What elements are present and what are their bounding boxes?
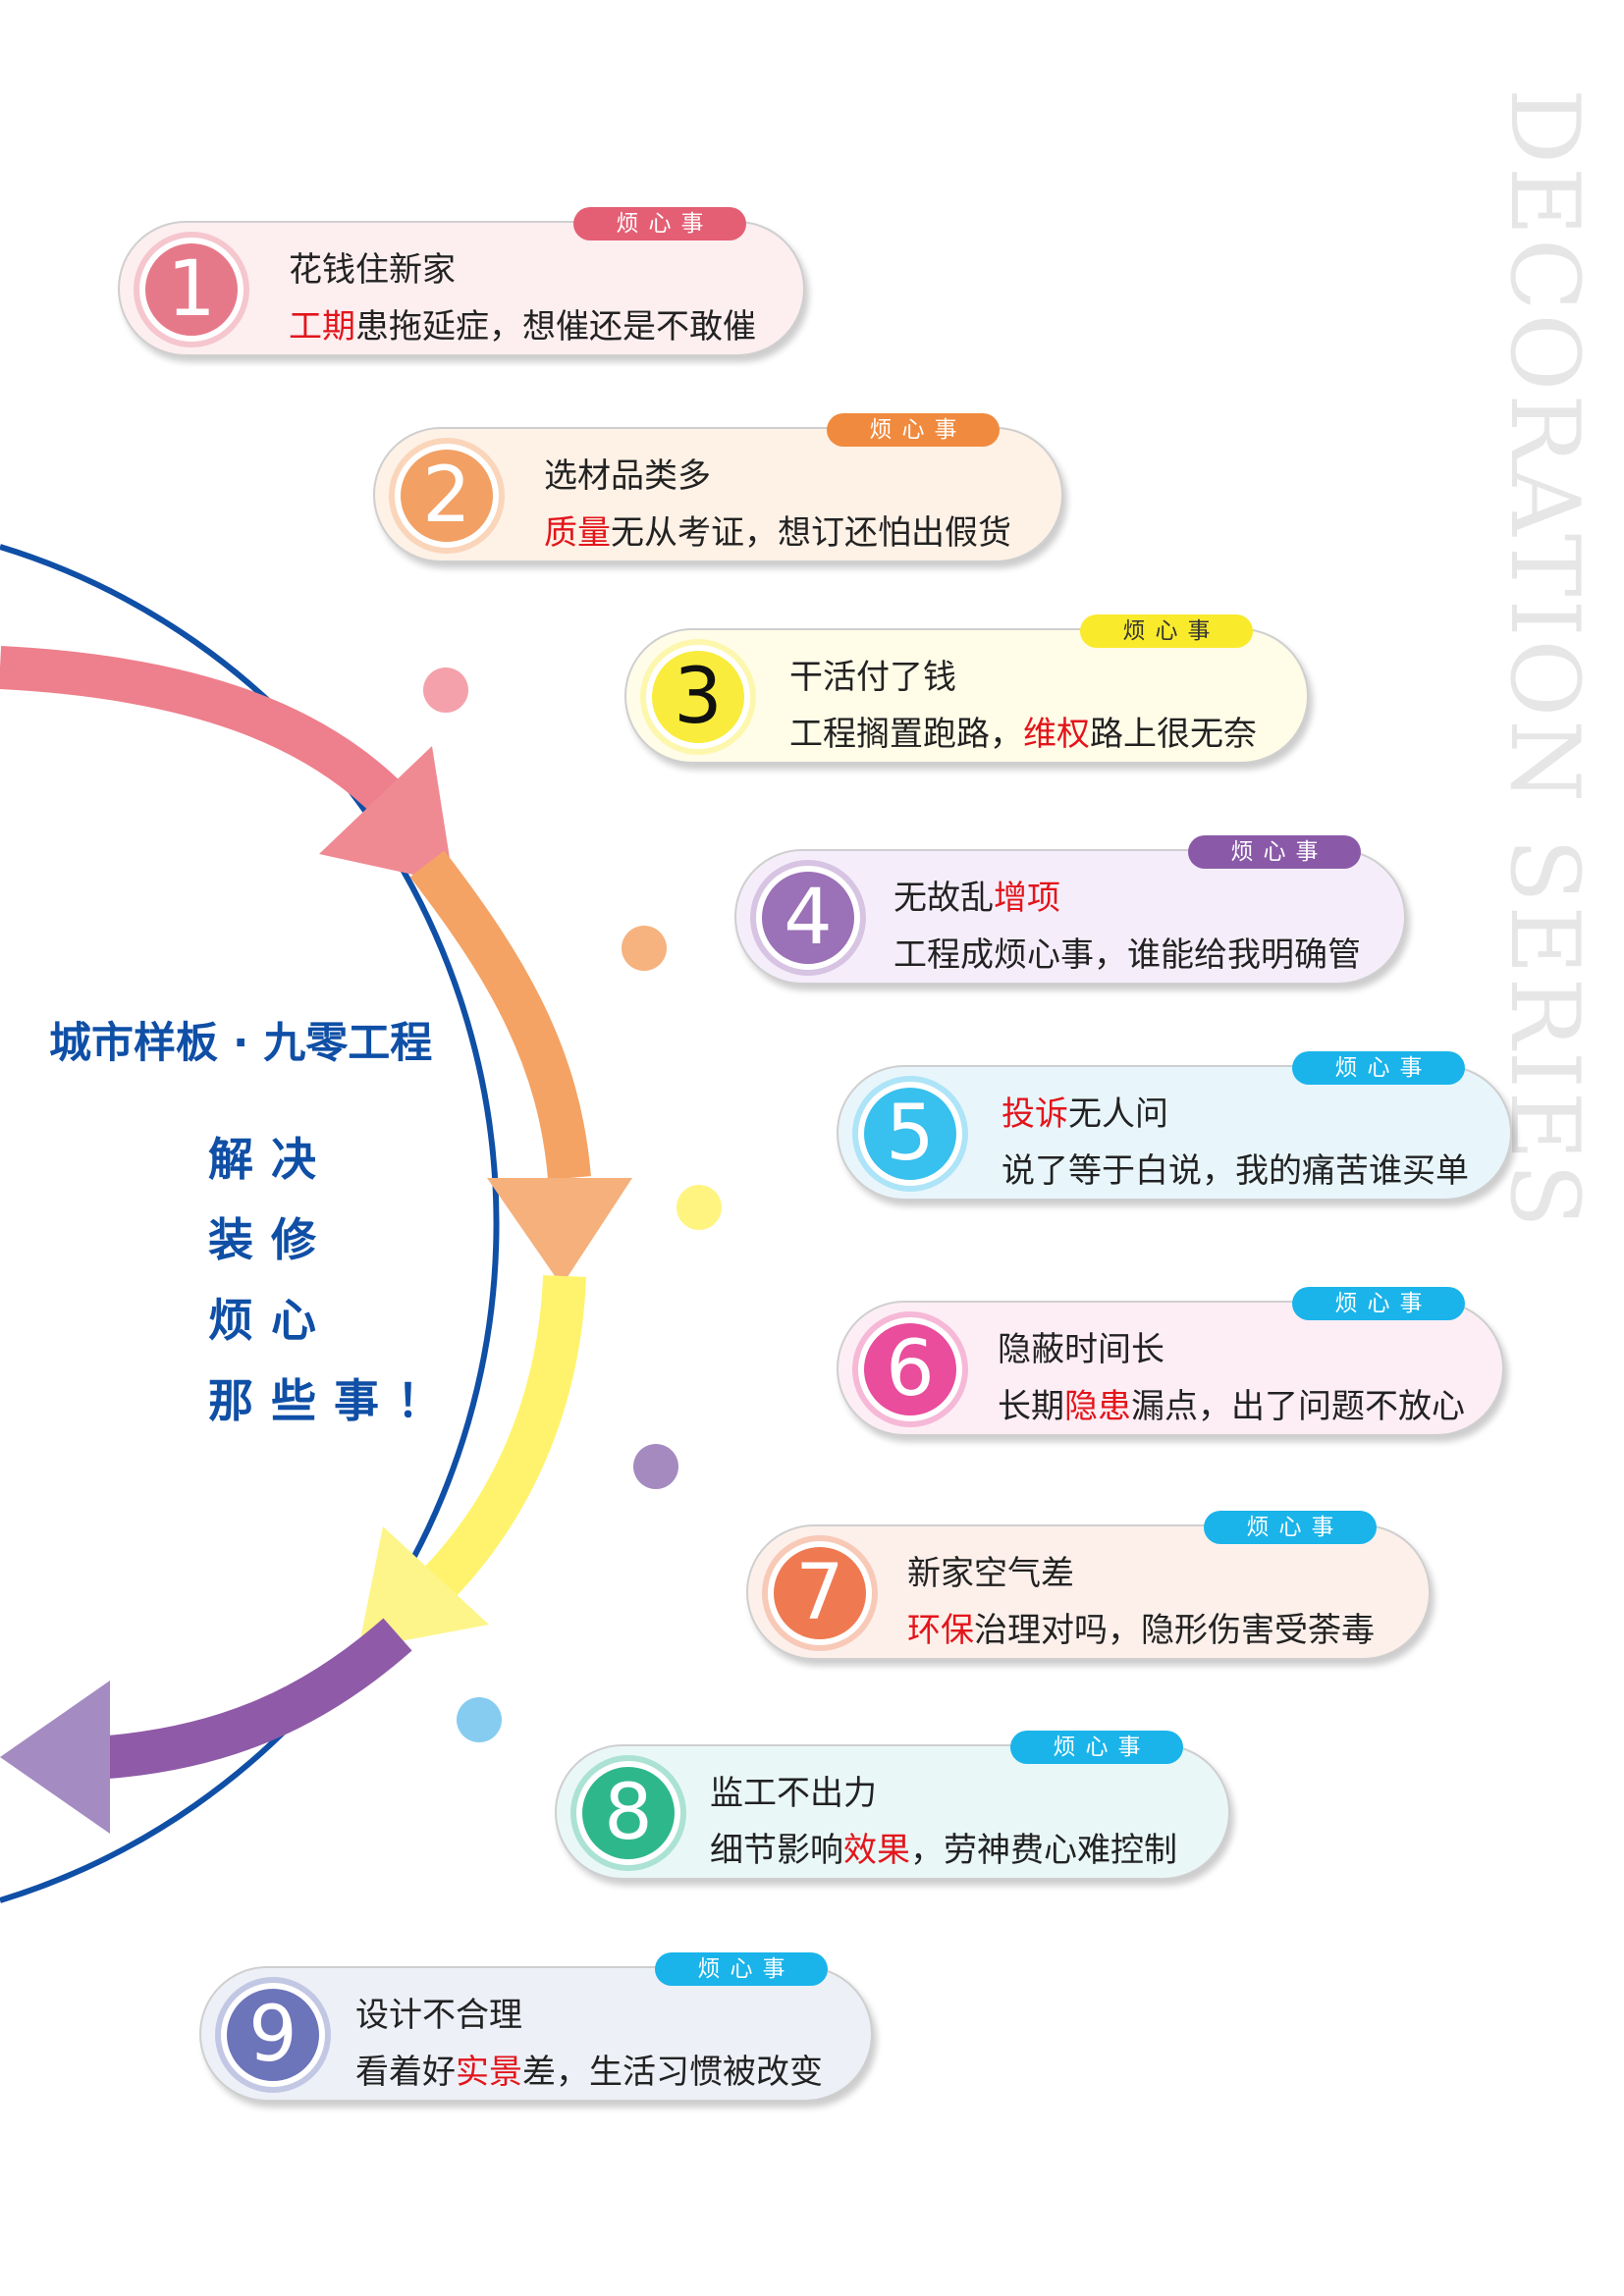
issue-card-2: 2 烦心事 选材品类多 质量无从考证，想订还怕出假货 (373, 413, 1063, 562)
worry-tag: 烦心事 (1010, 1731, 1183, 1764)
number-badge: 2 (395, 444, 499, 548)
slogan-line: 烦心 (208, 1294, 334, 1347)
arrow-segment-yellow (416, 1275, 586, 1606)
number-badge: 3 (646, 645, 750, 749)
issue-detail: 工程成烦心事，谁能给我明确管 (893, 928, 1361, 976)
slogan-line: 装修 (208, 1213, 334, 1266)
issue-detail: 说了等于白说，我的痛苦谁买单 (1001, 1144, 1469, 1192)
detail-post: ，劳神费心难控制 (910, 1831, 1177, 1870)
issue-card-9: 9 烦心事 设计不合理 看着好实景差，生活习惯被改变 (199, 1952, 873, 2102)
issue-detail: 细节影响效果，劳神费心难控制 (710, 1823, 1177, 1871)
issue-detail: 看着好实景差，生活习惯被改变 (355, 2045, 823, 2093)
number-badge: 8 (576, 1761, 680, 1865)
issue-title: 设计不合理 (355, 1996, 522, 2035)
issue-title: 花钱住新家 (289, 250, 456, 290)
issue-title: 选材品类多 (544, 456, 711, 496)
detail-highlight: 实景 (456, 2053, 522, 2092)
detail-pre: 工程搁置跑路， (789, 715, 1023, 754)
title-pre: 无故乱 (893, 879, 994, 918)
issue-detail: 长期隐患漏点，出了问题不放心 (998, 1379, 1465, 1427)
ring-dot-blue (457, 1697, 502, 1742)
arrow-segment-purple (106, 1618, 412, 1779)
issue-card-7: 7 烦心事 新家空气差 环保治理对吗，隐形伤害受荼毒 (746, 1511, 1431, 1660)
issue-card-8: 8 烦心事 监工不出力 细节影响效果，劳神费心难控制 (555, 1731, 1230, 1880)
detail-highlight: 维权 (1023, 715, 1090, 754)
number-badge: 5 (858, 1082, 962, 1186)
detail-highlight: 质量 (544, 513, 611, 553)
ring-dot-yellow (677, 1185, 722, 1230)
arrow-segment-orange (409, 850, 591, 1180)
worry-tag: 烦心事 (1188, 835, 1361, 869)
side-title: DECORATION SERIES (1489, 88, 1599, 1231)
detail-pre: 长期 (998, 1387, 1064, 1426)
issue-card-1: 1 烦心事 花钱住新家 工期患拖延症，想催还是不敢催 (118, 207, 805, 356)
worry-tag: 烦心事 (1292, 1287, 1465, 1320)
issue-title: 隐蔽时间长 (998, 1330, 1164, 1369)
worry-tag: 烦心事 (655, 1952, 828, 1986)
issue-card-3: 3 烦心事 干活付了钱 工程搁置跑路，维权路上很无奈 (624, 614, 1309, 764)
detail-post: 患拖延症，想催还是不敢催 (355, 307, 756, 347)
number-badge: 1 (139, 238, 244, 342)
slogan-line: 解决 (208, 1133, 334, 1186)
detail-post: 治理对吗，隐形伤害受荼毒 (974, 1611, 1375, 1650)
issue-title: 干活付了钱 (789, 658, 956, 697)
issue-card-4: 4 烦心事 无故乱增项 工程成烦心事，谁能给我明确管 (734, 835, 1406, 985)
detail-post: 路上很无奈 (1090, 715, 1257, 754)
issue-detail: 工程搁置跑路，维权路上很无奈 (789, 707, 1257, 755)
title-highlight: 增项 (994, 879, 1060, 918)
title-highlight: 投诉 (1001, 1095, 1068, 1134)
issue-title: 投诉无人问 (1001, 1087, 1168, 1135)
slogan: 解决 装修 烦心 那些事！ (208, 1119, 460, 1441)
arrowhead-yellow (358, 1526, 489, 1649)
issue-title: 无故乱增项 (893, 871, 1060, 919)
detail-pre: 工程成烦心事，谁能给我明确管 (893, 935, 1361, 975)
slogan-line: 那些事！ (208, 1374, 460, 1427)
title-post: 无人问 (1068, 1095, 1168, 1134)
detail-highlight: 环保 (907, 1611, 974, 1650)
issue-detail: 工期患拖延症，想催还是不敢催 (289, 299, 756, 347)
number-badge: 4 (756, 866, 860, 970)
arrow-segment-pink (0, 646, 419, 829)
number-badge: 9 (221, 1983, 325, 2087)
detail-pre: 说了等于白说，我的痛苦谁买单 (1001, 1151, 1469, 1191)
issue-title: 监工不出力 (710, 1774, 877, 1813)
issue-card-5: 5 烦心事 投诉无人问 说了等于白说，我的痛苦谁买单 (837, 1051, 1512, 1201)
issue-detail: 环保治理对吗，隐形伤害受荼毒 (907, 1603, 1375, 1651)
number-badge: 6 (858, 1317, 962, 1421)
arrowhead-pink (319, 746, 454, 883)
worry-tag: 烦心事 (1292, 1051, 1465, 1085)
detail-highlight: 工期 (289, 307, 355, 347)
ring-dot-orange (622, 926, 667, 971)
worry-tag: 烦心事 (827, 413, 1000, 447)
detail-highlight: 隐患 (1064, 1387, 1131, 1426)
center-title: 城市样板 · 九零工程 (49, 1019, 433, 1068)
issue-detail: 质量无从考证，想订还怕出假货 (544, 506, 1011, 554)
detail-post: 无从考证，想订还怕出假货 (611, 513, 1011, 553)
detail-highlight: 效果 (843, 1831, 910, 1870)
blue-ring (0, 544, 500, 1903)
issue-title: 新家空气差 (907, 1554, 1074, 1593)
detail-pre: 细节影响 (710, 1831, 843, 1870)
detail-post: 差，生活习惯被改变 (522, 2053, 823, 2092)
number-badge: 7 (768, 1541, 872, 1645)
ring-dot-pink (423, 667, 468, 713)
worry-tag: 烦心事 (1080, 614, 1253, 648)
worry-tag: 烦心事 (1204, 1511, 1377, 1544)
worry-tag: 烦心事 (573, 207, 746, 240)
detail-pre: 看着好 (355, 2053, 456, 2092)
arrowhead-purple (0, 1681, 110, 1834)
ring-dot-purple (633, 1444, 678, 1489)
detail-post: 漏点，出了问题不放心 (1131, 1387, 1465, 1426)
arrowhead-orange (487, 1178, 632, 1286)
issue-card-6: 6 烦心事 隐蔽时间长 长期隐患漏点，出了问题不放心 (837, 1287, 1504, 1436)
